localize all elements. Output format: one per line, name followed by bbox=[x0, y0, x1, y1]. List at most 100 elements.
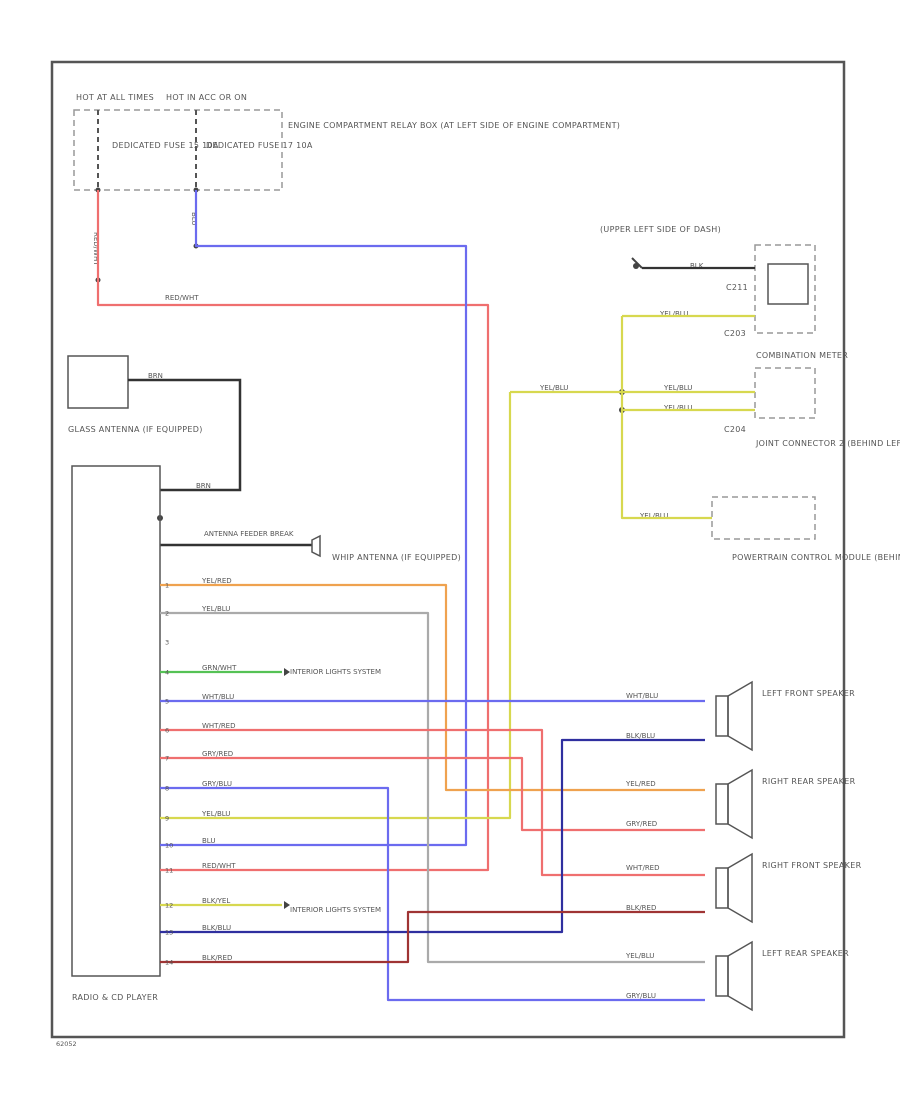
speaker-magnet bbox=[715, 783, 729, 825]
wire-gry-red bbox=[160, 756, 705, 832]
speaker-wire-label: GRY/RED bbox=[626, 820, 657, 828]
c211-connector-box bbox=[754, 244, 816, 334]
wire-label-antenna-a: BRN bbox=[148, 372, 163, 380]
whip-antenna-label: WHIP ANTENNA (IF EQUIPPED) bbox=[332, 553, 461, 562]
speaker-magnet bbox=[715, 867, 729, 909]
glass-antenna-label: GLASS ANTENNA (IF EQUIPPED) bbox=[68, 425, 203, 434]
radio-pin-wire-label: YEL/RED bbox=[201, 577, 232, 585]
wire-yel-red bbox=[160, 583, 705, 792]
c211-connector bbox=[767, 263, 809, 305]
wire-blk-blu bbox=[160, 738, 705, 934]
interior-lights-label: INTERIOR LIGHTS SYSTEM bbox=[290, 906, 381, 914]
wire-label-yel-blu: YEL/BLU bbox=[663, 384, 692, 392]
wire-yel-blu bbox=[160, 314, 755, 820]
radio-pins: 1YEL/RED2YEL/BLU34GRN/WHT5WHT/BLU6WHT/RE… bbox=[165, 577, 237, 967]
hot-at-all-times-label: HOT AT ALL TIMES bbox=[76, 93, 154, 102]
wire-gry-blu bbox=[160, 786, 705, 1002]
antenna-feeder-label: ANTENNA FEEDER BREAK bbox=[204, 530, 294, 538]
arrow-icon bbox=[284, 668, 290, 676]
glass-antenna-cable bbox=[128, 378, 242, 492]
wire-blk-red bbox=[160, 910, 705, 964]
radio-pin-number: 14 bbox=[165, 959, 173, 967]
speaker-wire-label: WHT/BLU bbox=[626, 692, 658, 700]
wire-label-blu: BLU bbox=[190, 212, 198, 225]
interior-lights-label: INTERIOR LIGHTS SYSTEM bbox=[290, 668, 381, 676]
wire-label-yel-blu: YEL/BLU bbox=[663, 404, 692, 412]
joint-connector-box bbox=[711, 496, 816, 540]
radio-pin-number: 4 bbox=[165, 669, 169, 677]
relay-box-label: ENGINE COMPARTMENT RELAY BOX (AT LEFT SI… bbox=[288, 121, 620, 130]
radio-pin-number: 10 bbox=[165, 842, 173, 850]
top-right-section: (UPPER LEFT SIDE OF DASH) BLK C211 C203 … bbox=[539, 225, 900, 562]
fuse-15-label: DEDICATED FUSE 15 10A bbox=[112, 141, 219, 150]
radio-pin-number: 12 bbox=[165, 902, 173, 910]
radio-pin-number: 7 bbox=[165, 755, 169, 763]
radio-pin-wire-label: WHT/RED bbox=[202, 722, 236, 730]
radio-pin-wire-label: YEL/BLU bbox=[201, 810, 230, 818]
joint-connector-label: JOINT CONNECTOR 2 (BEHIND LEFT SIDE OF D… bbox=[755, 439, 900, 448]
speaker-label: LEFT REAR SPEAKER bbox=[762, 949, 849, 958]
wire-label-yel-blu: YEL/BLU bbox=[539, 384, 568, 392]
speaker-wire-label: YEL/BLU bbox=[625, 952, 654, 960]
radio-pin-number: 2 bbox=[165, 610, 169, 618]
radio-unit: RADIO & CD PLAYER INTERIOR LIGHTS SYSTEM… bbox=[56, 465, 381, 1048]
radio-label: RADIO & CD PLAYER bbox=[72, 993, 158, 1002]
speaker-label: RIGHT REAR SPEAKER bbox=[762, 777, 856, 786]
upper-left-dash-label: (UPPER LEFT SIDE OF DASH) bbox=[600, 225, 721, 234]
wire-label-blk: BLK bbox=[690, 262, 704, 270]
radio-pin-wire-label: WHT/BLU bbox=[202, 693, 234, 701]
wire-label-yel-blu: YEL/BLU bbox=[659, 310, 688, 318]
whip-antenna-icon bbox=[311, 534, 321, 558]
speaker-magnet bbox=[715, 695, 729, 737]
wire-label-red-wht: RED/WHT bbox=[165, 294, 199, 302]
radio-pin-number: 8 bbox=[165, 785, 169, 793]
c204-label: C204 bbox=[724, 425, 746, 434]
speaker-cone-icon bbox=[727, 940, 753, 1012]
relay-box-outline bbox=[73, 109, 283, 191]
pcm-label: POWERTRAIN CONTROL MODULE (BEHIND RIGHT … bbox=[732, 553, 900, 562]
speaker-magnet bbox=[715, 955, 729, 997]
radio-pin-wire-label: GRN/WHT bbox=[202, 664, 237, 672]
radio-pin-wire-label: GRY/RED bbox=[202, 750, 233, 758]
speaker-wire-label: BLK/RED bbox=[626, 904, 656, 912]
wire-label-antenna-b: BRN bbox=[196, 482, 211, 490]
wire-label-red-wht-vertical: RED/WHT bbox=[92, 232, 100, 266]
antenna-section: GLASS ANTENNA (IF EQUIPPED) BRN BRN ANTE… bbox=[67, 355, 461, 562]
wire-wht-red bbox=[160, 728, 705, 877]
power-section: HOT AT ALL TIMES HOT IN ACC OR ON DEDICA… bbox=[73, 93, 620, 302]
diagram-border bbox=[50, 60, 846, 1039]
radio-pin-number: 6 bbox=[165, 727, 169, 735]
hot-in-acc-label: HOT IN ACC OR ON bbox=[166, 93, 247, 102]
radio-pin-wire-label: BLK/RED bbox=[202, 954, 232, 962]
radio-pin-wire-label: BLK/YEL bbox=[202, 897, 230, 905]
speaker-cone-icon bbox=[727, 768, 753, 840]
radio-pin-number: 3 bbox=[165, 639, 169, 647]
radio-pin-wire-label: BLK/BLU bbox=[202, 924, 231, 932]
c203-label: C203 bbox=[724, 329, 746, 338]
combination-meter-box bbox=[754, 367, 816, 419]
radio-pin-number: 9 bbox=[165, 815, 169, 823]
radio-pin-wire-label: GRY/BLU bbox=[202, 780, 232, 788]
fuse-17-label: DEDICATED FUSE 17 10A bbox=[206, 141, 313, 150]
c211-label: C211 bbox=[726, 283, 748, 292]
speaker-cone-icon bbox=[727, 680, 753, 752]
speaker-wire-label: WHT/RED bbox=[626, 864, 660, 872]
radio-pin-number: 1 bbox=[165, 582, 169, 590]
radio-box bbox=[71, 465, 161, 977]
radio-pin-wire-label: RED/WHT bbox=[202, 862, 236, 870]
radio-pin-wire-label: BLU bbox=[202, 837, 215, 845]
wire-label-yel-blu: YEL/BLU bbox=[639, 512, 668, 520]
ground-icon bbox=[631, 257, 643, 269]
speaker-label: LEFT FRONT SPEAKER bbox=[762, 689, 855, 698]
wire-red-wht bbox=[96, 190, 490, 872]
glass-antenna-box bbox=[67, 355, 129, 409]
footer-id: 62052 bbox=[56, 1040, 77, 1048]
wire-blu bbox=[160, 190, 468, 847]
combination-meter-label: COMBINATION METER bbox=[756, 351, 848, 360]
